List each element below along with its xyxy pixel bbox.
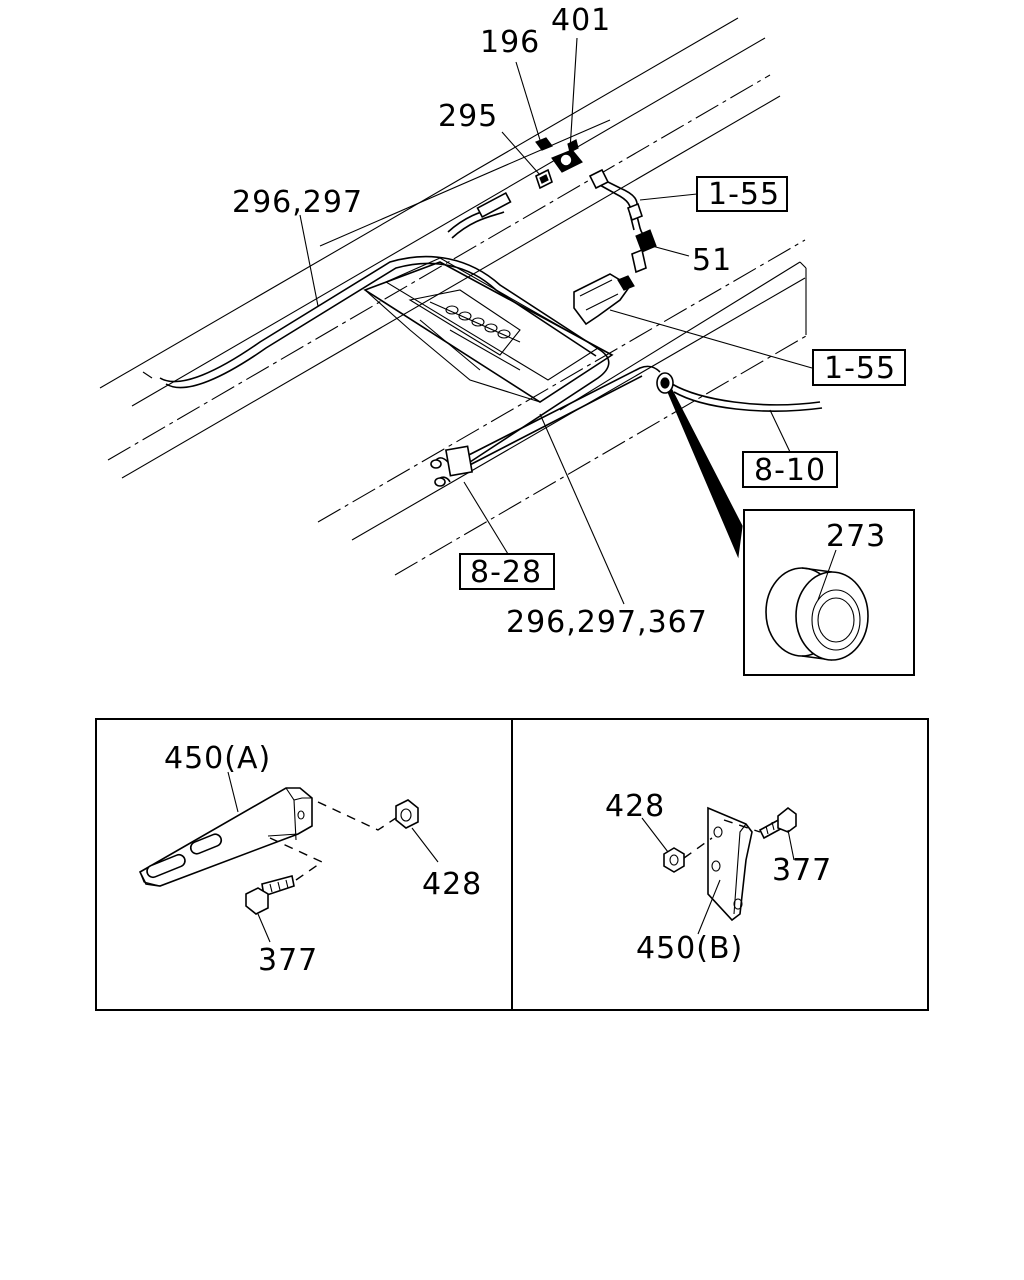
sensor-switch (573, 273, 635, 326)
brake-hose (447, 191, 512, 239)
callout-1-55-top-box (696, 176, 788, 212)
nut-428-b (663, 847, 685, 873)
leader-lines-upper (299, 37, 837, 605)
callout-401: 401 (551, 3, 611, 38)
callout-51: 51 (692, 243, 732, 278)
leader-lines-b (641, 817, 795, 935)
crossmember (363, 257, 614, 403)
callout-196: 196 (480, 25, 540, 60)
callout-8-28: 8-28 (470, 555, 542, 590)
assembly-lines-b (683, 819, 761, 859)
connector-51 (631, 229, 657, 274)
brake-pipe-296-297 (142, 255, 610, 463)
bolt-377-a (245, 875, 295, 915)
nut-196 (535, 137, 553, 151)
pipe-joint-401 (551, 139, 583, 173)
callout-8-10-box (742, 451, 838, 488)
assembly-lines-a (269, 801, 397, 881)
callout-1-55-mid-box (812, 349, 906, 386)
callout-1-55-mid: 1-55 (824, 351, 896, 386)
connector-8-28 (430, 445, 474, 487)
callout-450a: 450(A) (164, 741, 271, 776)
callout-8-10: 8-10 (754, 453, 826, 488)
callout-377-b: 377 (772, 853, 832, 888)
detail-pointer (667, 389, 743, 559)
grommet-273 (765, 567, 869, 661)
callout-295: 295 (438, 99, 498, 134)
callout-296-297: 296,297 (232, 185, 363, 220)
callout-8-28-box (459, 553, 555, 590)
frame-rails (99, 17, 807, 576)
callout-428-a: 428 (422, 867, 482, 902)
brake-pipe-296-297-367 (454, 365, 823, 471)
callout-296-297-367: 296,297,367 (506, 605, 708, 640)
leader-lines-a (227, 771, 439, 943)
callout-450b: 450(B) (636, 931, 743, 966)
grommet-small (656, 372, 674, 394)
bolt-377-b (758, 806, 797, 840)
pipe-to-connector (588, 168, 651, 243)
bracket-450a (138, 787, 313, 887)
callout-428-b: 428 (605, 789, 665, 824)
callout-273: 273 (826, 519, 886, 554)
nut-428-a (395, 799, 419, 829)
callout-1-55-top: 1-55 (708, 177, 780, 212)
grille-holes (445, 305, 511, 339)
callout-377-a: 377 (258, 943, 318, 978)
